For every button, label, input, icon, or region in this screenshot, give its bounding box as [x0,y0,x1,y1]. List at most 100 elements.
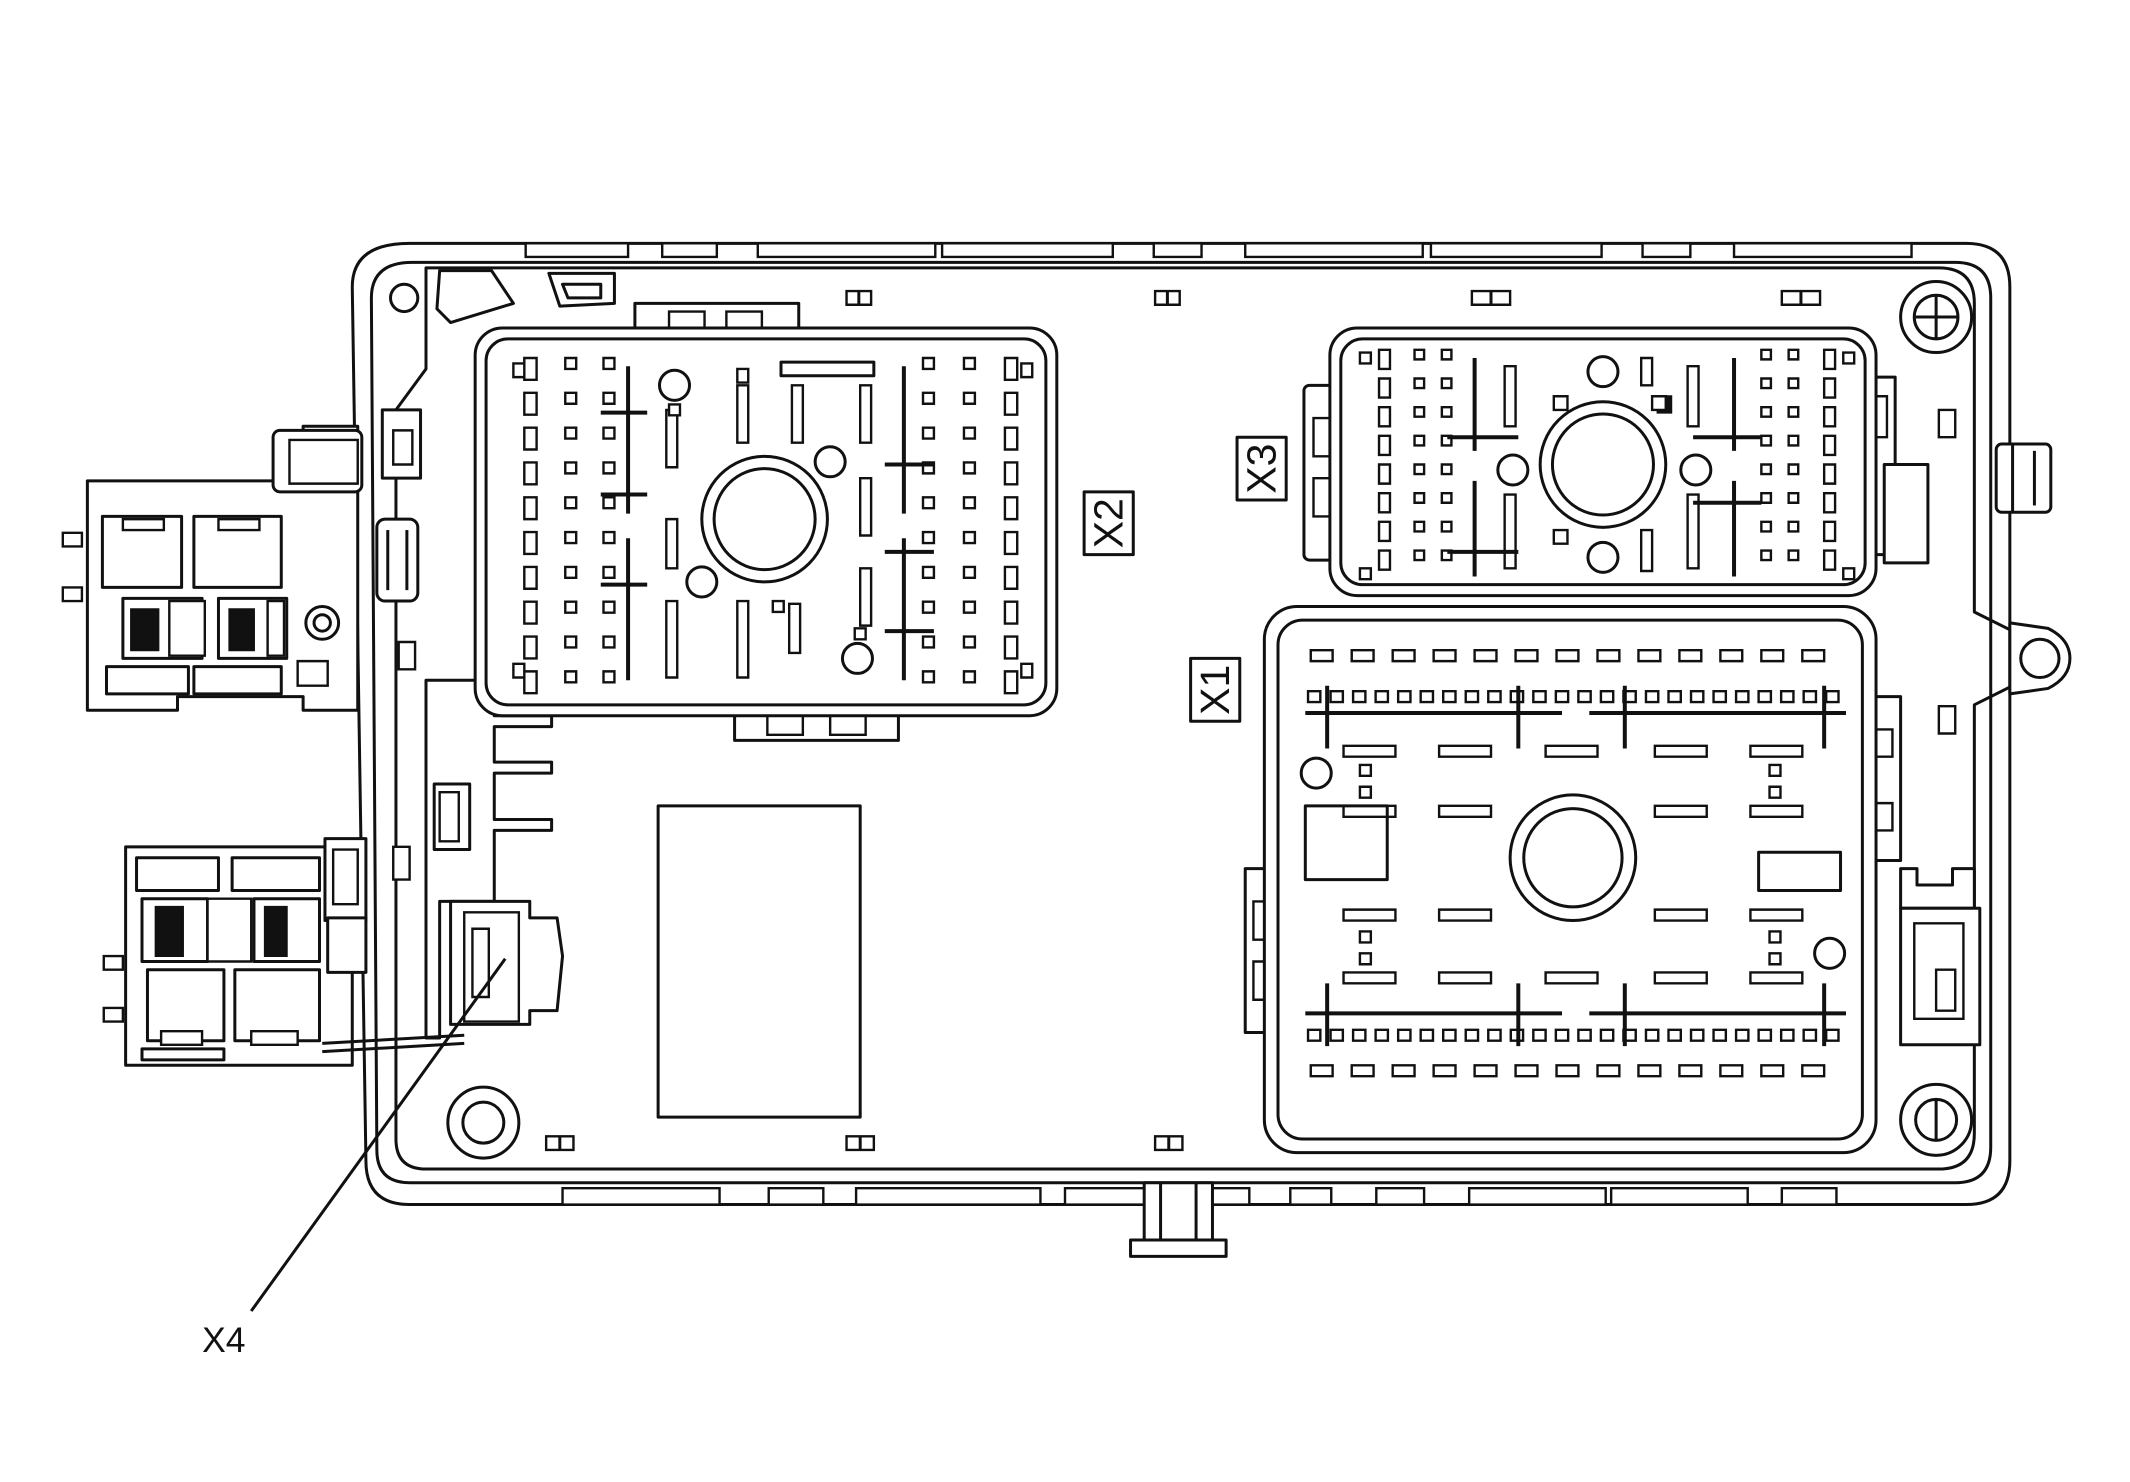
terminal-cavity [1714,691,1726,702]
terminal-cavity [1761,522,1771,532]
terminal-cavity [1789,522,1799,532]
terminal-cavity [1398,691,1410,702]
x4-leader-line [251,959,505,1311]
terminal-cavity [1360,765,1371,776]
terminal-cavity [1679,650,1701,661]
terminal-cavity [1393,1065,1415,1076]
terminal-cavity [524,532,536,554]
terminal-cavity [1789,378,1799,388]
terminal-cavity [1021,363,1032,377]
terminal-cavity [964,637,975,648]
terminal-cavity [1442,551,1452,561]
terminal-cavity [1379,407,1390,426]
terminal-cavity [1505,495,1516,569]
terminal-cavity [1770,765,1781,776]
terminal-cavity [1488,1030,1500,1041]
terminal-cavity [1442,465,1452,475]
terminal-cavity [1556,1030,1568,1041]
terminal-cavity [1826,691,1838,702]
top-edge-tabs [526,243,1912,257]
terminal-cavity [964,428,975,439]
terminal-cavity [1824,407,1835,426]
terminal-cavity [604,497,615,508]
terminal-cavity [1601,691,1613,702]
mounting-hole-bottom-right [1901,1084,1972,1155]
terminal-cavity [604,671,615,682]
terminal-cavity [1308,691,1320,702]
terminal-cavity [1761,407,1771,417]
terminal-cavity [1770,953,1781,964]
terminal-cavity [1442,436,1452,446]
terminal-cavity [1761,465,1771,475]
terminal-cavity [1546,972,1598,983]
terminal-cavity [1005,428,1017,450]
x2-pin-field [513,358,1032,693]
terminal-cavity [1750,746,1802,757]
terminal-cavity [964,497,975,508]
terminal-cavity [923,532,934,543]
terminal-cavity [1679,1065,1701,1076]
terminal-cavity [1379,350,1390,369]
terminal-cavity [1505,366,1516,426]
terminal-cavity [524,602,536,624]
terminal-cavity [1578,1030,1590,1041]
terminal-cavity [1442,378,1452,388]
terminal-cavity [1578,691,1590,702]
terminal-cavity [1789,551,1799,561]
terminal-cavity [737,601,748,677]
terminal-cavity [1736,1030,1748,1041]
terminal-cavity [1761,436,1771,446]
terminal-cavity [1761,378,1771,388]
x2-label-text: X2 [1085,498,1131,548]
terminal-cavity [1466,1030,1478,1041]
terminal-cavity [1379,522,1390,541]
terminal-cavity [565,602,576,613]
terminal-cavity [1750,972,1802,983]
terminal-cavity [1750,806,1802,817]
terminal-cavity [923,462,934,473]
terminal-cavity [1434,1065,1456,1076]
right-side-pin [1996,444,2051,512]
terminal-cavity [1005,497,1017,519]
terminal-cavity [1789,436,1799,446]
terminal-cavity [1415,522,1425,532]
terminal-cavity [1005,602,1017,624]
terminal-cavity [1005,462,1017,484]
x1-label: X1 [1191,658,1240,721]
label-plate [658,806,860,1117]
terminal-cavity [1638,1065,1660,1076]
terminal-cavity [524,462,536,484]
terminal-cavity [1379,378,1390,397]
terminal-cavity [1439,910,1491,921]
terminal-cavity [1379,493,1390,512]
terminal-cavity [1443,691,1455,702]
terminal-cavity [565,462,576,473]
terminal-cavity [604,567,615,578]
terminal-cavity [604,532,615,543]
x1-label-text: X1 [1192,665,1238,715]
terminal-cavity [565,671,576,682]
x3-label: X3 [1237,437,1286,500]
terminal-cavity [789,604,800,653]
terminal-cavity [1598,1065,1620,1076]
terminal-cavity [524,393,536,415]
terminal-cavity [1789,407,1799,417]
terminal-cavity [1802,1065,1824,1076]
terminal-cavity [669,404,680,415]
terminal-cavity [860,385,871,442]
terminal-cavity [1439,806,1491,817]
terminal-cavity [1376,691,1388,702]
mounting-hole-top-right [1901,282,1972,353]
terminal-cavity [1005,671,1017,693]
terminal-cavity [1533,1030,1545,1041]
terminal-cavity [1466,691,1478,702]
terminal-cavity [1804,1030,1816,1041]
terminal-cavity [1759,1030,1771,1041]
terminal-cavity [1688,495,1699,569]
terminal-cavity [604,358,615,369]
terminal-cavity [1789,350,1799,360]
terminal-cavity [524,567,536,589]
terminal-cavity [565,497,576,508]
x4-label-text: X4 [202,1320,245,1360]
mounting-hole-top-left [391,271,615,323]
